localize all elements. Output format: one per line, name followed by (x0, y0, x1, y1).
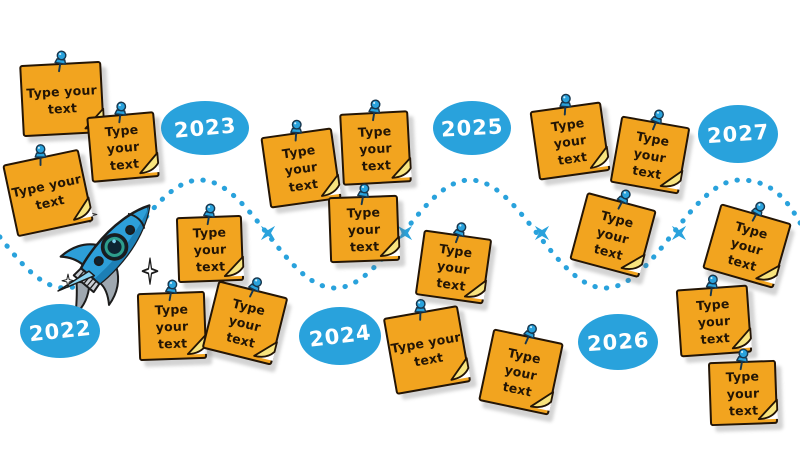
folded-corner (752, 257, 781, 289)
folded-corner (317, 172, 343, 202)
pushpin-icon (446, 219, 471, 251)
folded-corner (250, 335, 278, 367)
milestone-oval-2027[interactable]: 2027 (698, 105, 778, 163)
folded-corner (67, 195, 94, 226)
cross-sparkle-icon (258, 223, 278, 248)
folded-corner (462, 275, 488, 305)
pushpin-icon (643, 107, 668, 139)
folded-corner (378, 234, 401, 262)
pushpin-icon (732, 347, 753, 377)
pushpin-icon (33, 144, 49, 172)
pushpin-icon (111, 100, 130, 130)
pushpin-icon (287, 119, 305, 148)
pushpin-icon (199, 202, 220, 232)
folded-corner (756, 397, 779, 425)
milestone-year: 2024 (307, 320, 373, 352)
pushpin-icon (702, 273, 722, 303)
cross-sparkle-icon (669, 223, 689, 248)
folded-corner (445, 356, 471, 386)
pushpin-icon (240, 274, 267, 306)
pushpin-icon (412, 298, 429, 327)
folded-corner (222, 254, 245, 282)
milestone-year: 2023 (172, 113, 238, 143)
folded-corner (657, 165, 683, 195)
pushpin-icon (742, 198, 769, 230)
pushpin-icon (515, 321, 541, 353)
pushpin-icon (161, 278, 182, 308)
milestone-year: 2026 (586, 327, 650, 357)
folded-corner (389, 156, 412, 184)
milestone-year: 2022 (27, 315, 93, 347)
pushpin-icon (556, 93, 574, 122)
folded-corner (527, 385, 554, 416)
milestone-year: 2027 (706, 119, 770, 149)
folded-corner (729, 326, 753, 354)
cross-sparkle-icon (532, 223, 552, 248)
milestone-oval-2022[interactable]: 2022 (20, 304, 100, 358)
pushpin-icon (364, 98, 384, 128)
pushpin-icon (353, 182, 374, 212)
milestone-oval-2023[interactable]: 2023 (161, 101, 249, 155)
milestone-oval-2026[interactable]: 2026 (578, 314, 658, 370)
folded-corner (185, 332, 208, 360)
pushpin-icon (50, 49, 70, 79)
sparkle-icon (61, 272, 75, 292)
folded-corner (618, 247, 646, 279)
milestone-year: 2025 (440, 114, 504, 142)
pushpin-icon (608, 186, 635, 218)
milestone-oval-2024[interactable]: 2024 (299, 307, 381, 365)
sparkle-icon (141, 255, 159, 294)
folded-corner (586, 144, 612, 174)
milestone-oval-2025[interactable]: 2025 (433, 101, 511, 155)
folded-corner (136, 150, 160, 179)
